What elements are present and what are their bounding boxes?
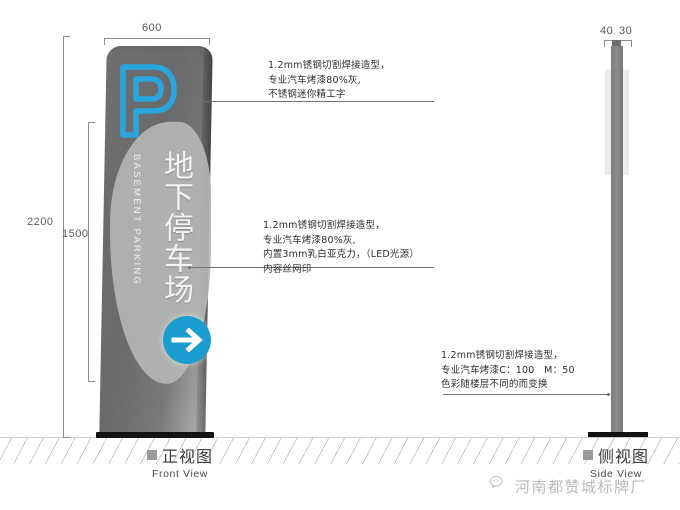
sign-subtitle-en: BASEMENT PARKING — [131, 154, 142, 286]
dimension-bracket-panel-height — [88, 122, 95, 382]
leader-line-top — [186, 101, 434, 102]
caption-front-cn: 正视图 — [161, 447, 213, 466]
dimension-bracket-width — [104, 38, 210, 45]
side-view-column — [611, 46, 623, 436]
leader-dot-side — [607, 392, 610, 396]
watermark-text: 河南都赞城标牌厂 — [515, 477, 648, 496]
wechat-icon — [489, 474, 508, 498]
front-view-base-plate — [96, 432, 214, 438]
leader-line-side — [443, 394, 609, 395]
front-view-sign: BASEMENT PARKING 地下停车场 — [99, 46, 213, 438]
watermark: 河南都赞城标牌厂 — [489, 474, 647, 498]
leader-dot-middle — [188, 265, 191, 269]
caption-bullet-side-icon — [582, 450, 593, 460]
caption-side-cn: 侧视图 — [597, 447, 649, 466]
side-view-base-plate — [588, 432, 648, 437]
ground-hatching — [0, 438, 680, 464]
parking-p-logo — [117, 64, 179, 138]
dimension-label-total-height: 2200 — [27, 216, 54, 228]
dimension-label-panel-height: 1500 — [62, 228, 89, 240]
annotation-middle: 1.2mm锈钢切割焊接造型， 专业汽车烤漆80%灰, 内置3mm乳白亚克力，（L… — [263, 220, 420, 276]
caption-front-en: Front View — [152, 468, 208, 480]
leader-line-middle — [190, 267, 434, 268]
ground-line — [0, 437, 680, 438]
dimension-label-side-b: 30 — [619, 25, 633, 37]
dimension-label-side-a: 40 — [600, 25, 614, 37]
dimension-label-width: 600 — [142, 22, 162, 34]
dimension-bracket-total-height — [63, 36, 70, 438]
caption-side-en: Side View — [590, 468, 642, 480]
sign-title-cn: 地下停车场 — [158, 150, 193, 305]
caption-side-view: 侧视图 Side View — [557, 443, 675, 480]
caption-front-view: 正视图 Front View — [120, 443, 240, 480]
annotation-side: 1.2mm锈钢切割焊接造型， 专业汽车烤漆C：100 M：50 色彩随楼层不同的… — [441, 350, 575, 391]
leader-dot-top — [184, 99, 187, 103]
annotation-top: 1.2mm锈钢切割焊接造型， 专业汽车烤漆80%灰, 不锈钢迷你精工字 — [268, 60, 390, 101]
arrow-right-icon — [163, 316, 211, 364]
caption-bullet-front-icon — [146, 450, 157, 460]
